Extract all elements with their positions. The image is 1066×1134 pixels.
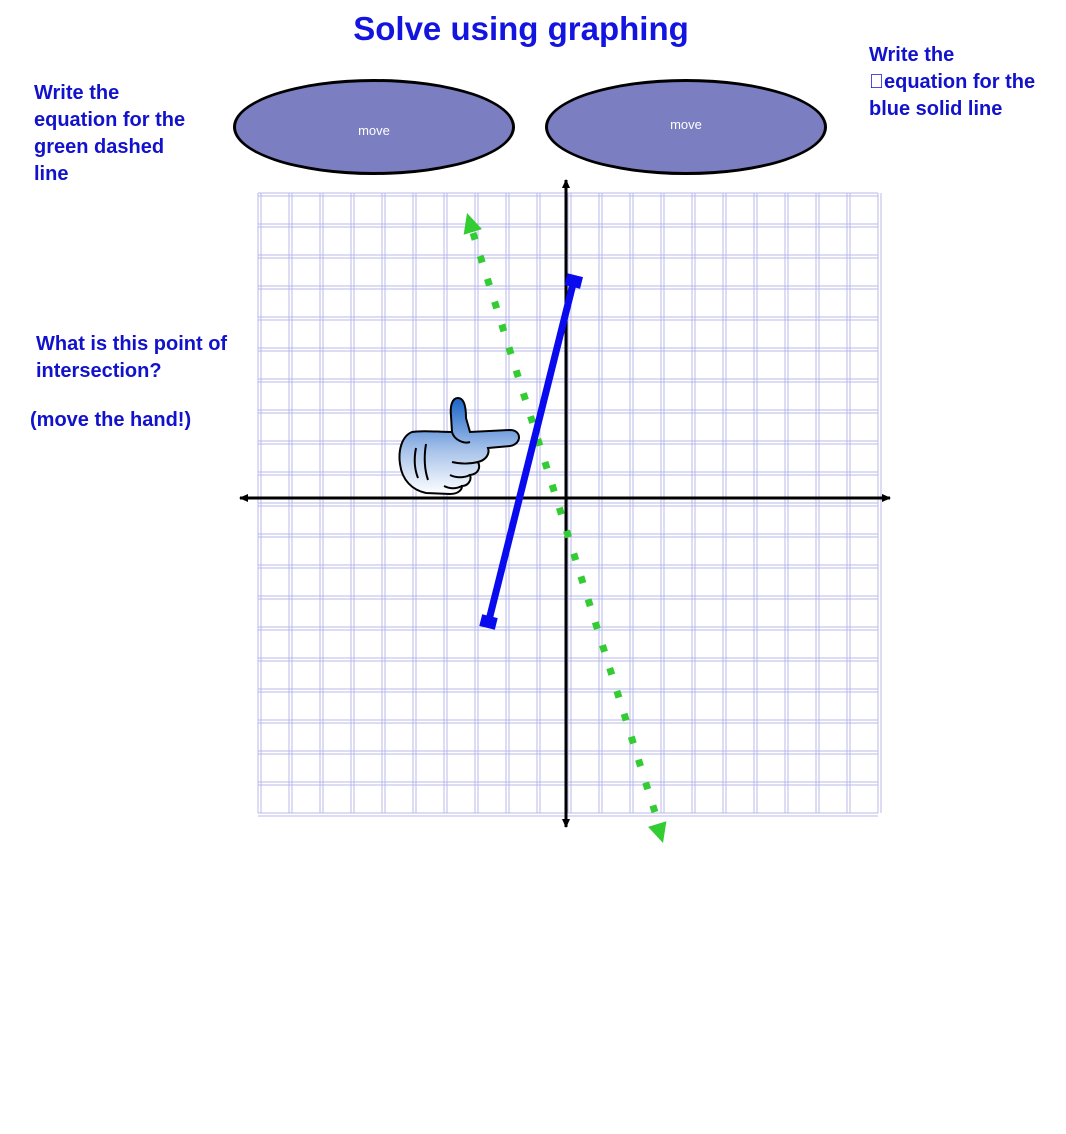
blue-end-top: [564, 273, 583, 289]
move-oval-left-label: move: [358, 122, 390, 138]
page-title: Solve using graphing: [353, 10, 689, 47]
green-dashed-line[interactable]: [463, 213, 667, 843]
green-line-prompt: Write the equation for the green dashed …: [34, 82, 186, 185]
move-oval-right-label: move: [670, 116, 702, 132]
green-arrow-top: [463, 213, 482, 235]
pointing-hand-icon[interactable]: [398, 396, 520, 496]
move-oval-left[interactable]: move: [233, 79, 515, 175]
blue-line-path: [485, 280, 578, 623]
axes: [239, 179, 891, 828]
grid: [257, 192, 882, 817]
blue-end-bottom: [479, 614, 498, 630]
green-arrow-bottom: [648, 821, 667, 843]
move-oval-right[interactable]: move: [545, 79, 827, 175]
move-hand-hint: (move the hand!): [30, 409, 192, 431]
blue-solid-line[interactable]: [479, 273, 583, 630]
blue-line-prompt: Write the equation for the blue solid l…: [869, 44, 1044, 120]
intersection-question: What is this point of intersection?: [36, 333, 228, 382]
